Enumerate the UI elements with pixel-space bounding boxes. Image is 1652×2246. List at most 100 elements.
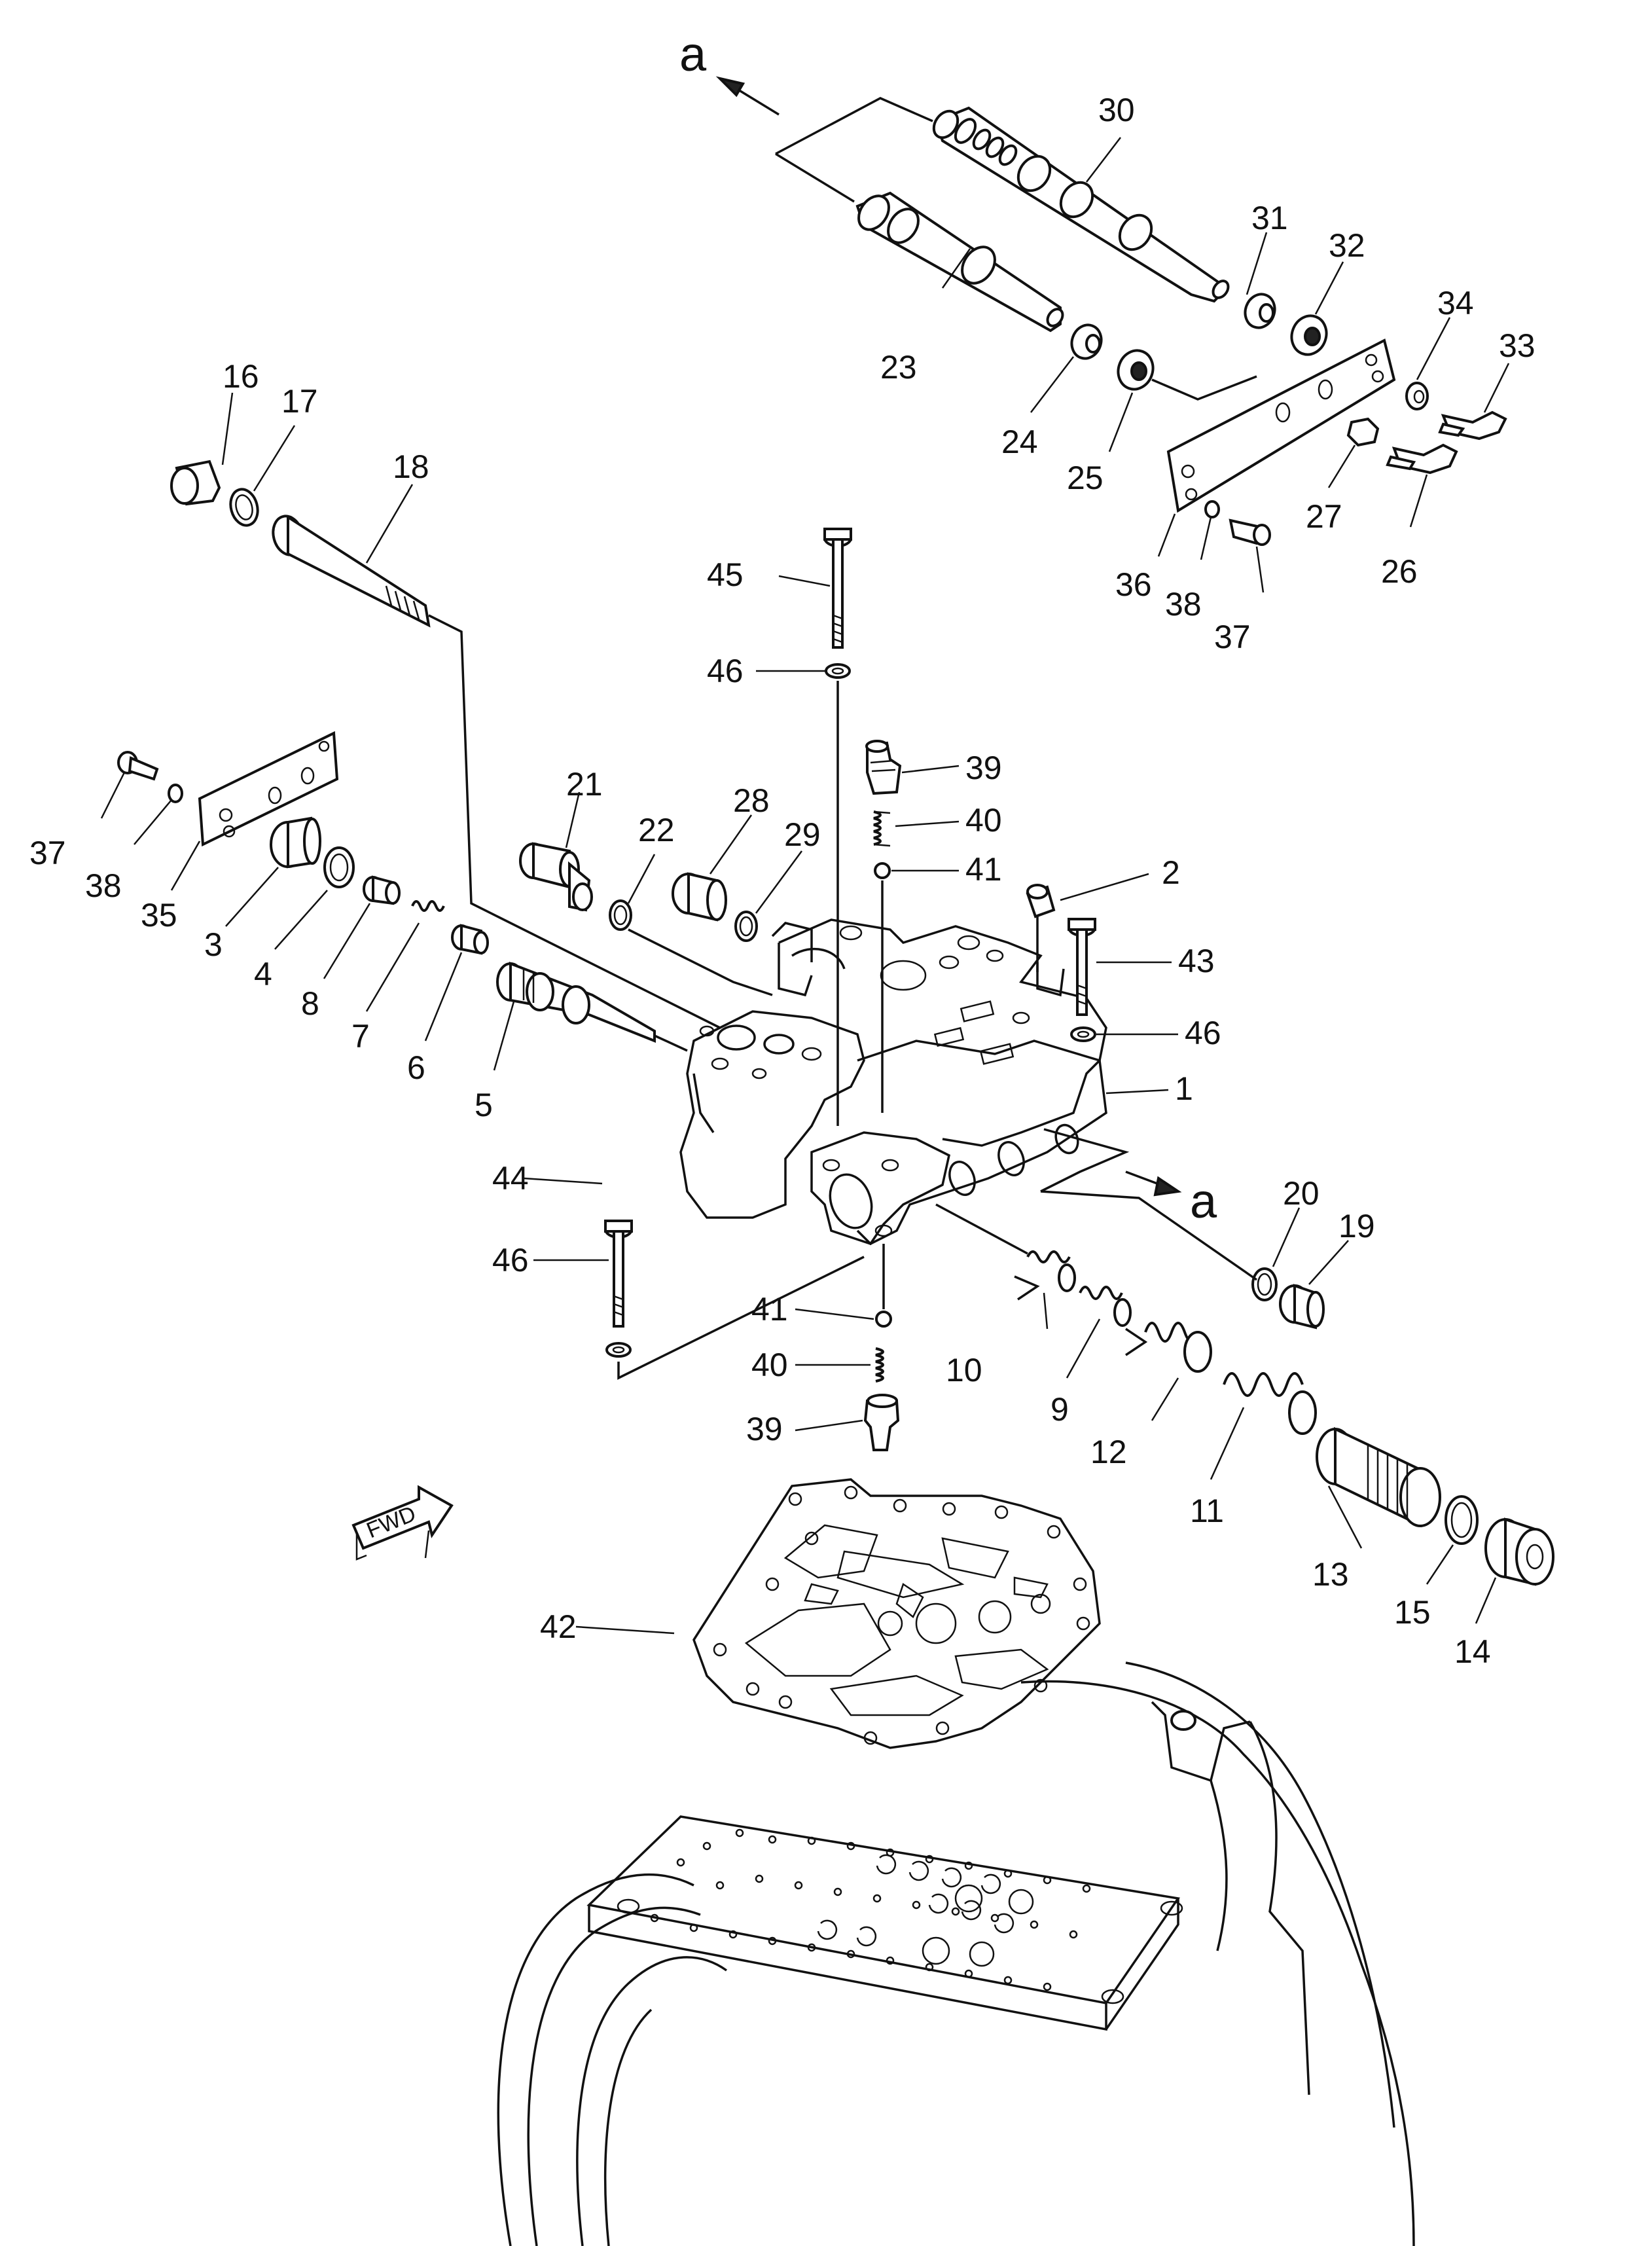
ref-arrow-a-top: a (679, 27, 780, 116)
label-8: 8 (301, 985, 319, 1022)
collar-24 (1070, 323, 1103, 360)
bearing-25 (1117, 349, 1155, 391)
plug-39-bottom (863, 1394, 900, 1451)
label-46-top: 46 (707, 653, 744, 689)
spool-5 (496, 962, 656, 1043)
label-46-right: 46 (1185, 1015, 1221, 1051)
label-41-bottom: 41 (751, 1291, 788, 1328)
o-ring-4 (323, 846, 355, 888)
label-19: 19 (1338, 1208, 1375, 1244)
label-39-top: 39 (965, 750, 1002, 786)
bolt-37-top (1229, 518, 1271, 546)
gasket-42 (692, 1478, 1101, 1749)
bolt-44-leader (617, 1256, 865, 1380)
label-13: 13 (1312, 1556, 1349, 1593)
label-20: 20 (1283, 1175, 1320, 1212)
spool-5-leader (654, 1034, 688, 1052)
label-25: 25 (1067, 460, 1104, 496)
o-ring-20 (1251, 1267, 1278, 1301)
label-40-top: 40 (965, 802, 1002, 839)
spring-11 (1223, 1372, 1317, 1435)
label-35: 35 (141, 897, 177, 933)
washer-34 (1405, 382, 1429, 410)
label-32: 32 (1329, 227, 1365, 264)
spring-40-bottom (875, 1347, 884, 1383)
label-10: 10 (946, 1352, 982, 1388)
label-28: 28 (733, 782, 770, 819)
collar-31 (1244, 293, 1276, 329)
label-39-bottom: 39 (746, 1411, 783, 1447)
callout-labels: 30 31 32 23 24 25 34 33 27 26 36 38 37 1… (29, 92, 1535, 1670)
label-2: 2 (1162, 854, 1180, 891)
plug-28 (672, 872, 727, 922)
label-26: 26 (1381, 553, 1418, 590)
plug-16 (170, 460, 221, 506)
ball-41-top (874, 862, 891, 879)
label-40-bottom: 40 (751, 1347, 788, 1383)
leader-lines (100, 137, 1510, 1635)
spring-9 (1079, 1286, 1132, 1327)
washer-46-left (605, 1342, 632, 1358)
spring-seat-6 (451, 924, 489, 955)
label-17: 17 (281, 383, 318, 420)
spring-40-top (873, 810, 891, 847)
label-30: 30 (1098, 92, 1135, 128)
rod-18-leader (428, 614, 721, 1029)
label-4: 4 (254, 956, 272, 992)
label-15: 15 (1394, 1594, 1431, 1631)
label-38-top: 38 (1165, 586, 1202, 623)
washer-38-left (168, 784, 183, 803)
label-38-left: 38 (85, 867, 122, 904)
washer-46-right (1070, 1026, 1096, 1042)
label-5: 5 (475, 1087, 493, 1123)
bolt-43 (1068, 918, 1096, 1016)
right-spool-leader (935, 1128, 1257, 1356)
spool-link-lines (775, 97, 1257, 401)
fwd-direction-arrow: FWD (351, 1485, 454, 1561)
label-22: 22 (638, 812, 675, 848)
label-12: 12 (1090, 1434, 1127, 1470)
spring-12 (1144, 1322, 1212, 1373)
label-37-top: 37 (1214, 619, 1251, 655)
ref-a-top-label: a (679, 27, 707, 81)
label-42: 42 (540, 1608, 577, 1645)
label-23: 23 (880, 349, 917, 386)
label-46-left: 46 (492, 1242, 529, 1278)
ref-arrow-a-mid: a (1125, 1170, 1217, 1228)
label-33: 33 (1499, 327, 1535, 364)
valve-body-1 (679, 918, 1107, 1246)
label-27: 27 (1306, 498, 1342, 535)
spring-seat-8 (363, 875, 401, 905)
bolt-37-left (117, 751, 159, 781)
nut-27 (1346, 417, 1380, 447)
plug-10 (1026, 1250, 1076, 1292)
label-44: 44 (492, 1160, 529, 1197)
o-ring-22 (609, 899, 632, 931)
plate-35 (198, 731, 339, 847)
bolt-26 (1386, 443, 1458, 475)
washer-46-top (825, 663, 851, 679)
plug-14 (1484, 1517, 1554, 1586)
label-24: 24 (1001, 424, 1038, 460)
label-31: 31 (1251, 200, 1288, 236)
rod-18 (272, 515, 431, 628)
transmission-case (497, 1661, 1415, 2246)
fitting-2 (1026, 884, 1056, 918)
bolt-33 (1438, 410, 1507, 441)
o-ring-15 (1445, 1495, 1479, 1545)
label-7: 7 (351, 1018, 370, 1055)
bearing-32 (1290, 314, 1328, 356)
spool-23 (855, 191, 1064, 333)
bolt-45 (823, 528, 852, 649)
label-14: 14 (1454, 1633, 1491, 1670)
label-41-top: 41 (965, 851, 1002, 888)
o-ring-29 (734, 911, 758, 942)
plate-36 (1166, 338, 1396, 513)
plug-21-leader (628, 928, 773, 996)
label-11: 11 (1190, 1493, 1224, 1529)
spool-30 (932, 106, 1230, 303)
o-ring-17 (229, 488, 259, 527)
label-1: 1 (1175, 1070, 1193, 1107)
label-16: 16 (223, 358, 259, 395)
